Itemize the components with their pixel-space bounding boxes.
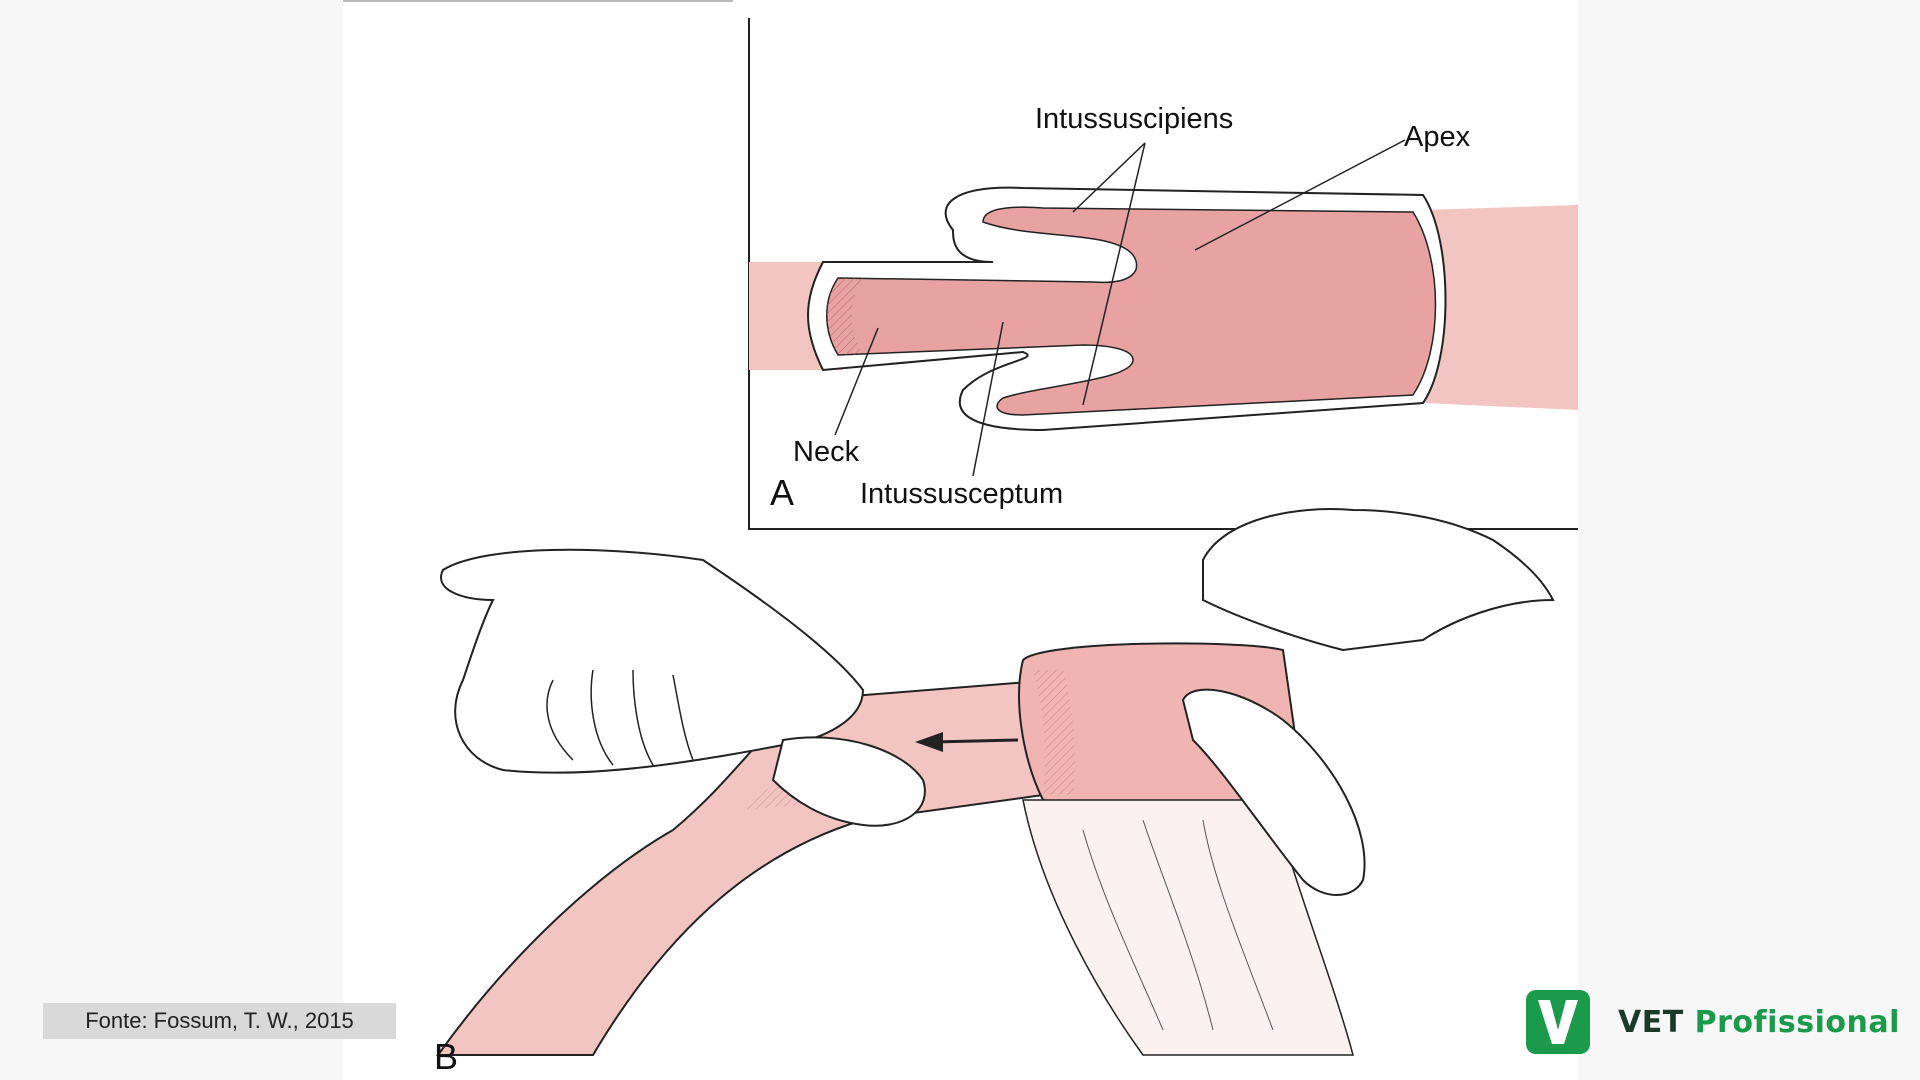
left-hand-fingers [546, 669, 694, 766]
leader-intussuscipiens-1 [1072, 142, 1146, 213]
intussusception-diagram: Intussuscipiens Apex Neck Intussusceptum… [343, 0, 1578, 1077]
left-hand [440, 548, 865, 774]
mass-hatching [1033, 670, 1075, 795]
reduction-arrow-line [932, 738, 1019, 744]
label-intussusceptum: Intussusceptum [860, 478, 1063, 510]
label-neck: Neck [793, 436, 860, 468]
left-thumb [771, 736, 926, 827]
leader-intussusceptum [972, 321, 1004, 477]
leader-apex [1194, 139, 1406, 251]
panel-b: B [434, 508, 1555, 1077]
leader-neck [834, 327, 879, 436]
brand-word-vet: VET [1618, 1004, 1684, 1040]
label-apex: Apex [1404, 121, 1471, 153]
right-bowel-segment [1423, 205, 1578, 410]
figure-panel: Intussuscipiens Apex Neck Intussusceptum… [343, 0, 1578, 1080]
right-hand [1202, 508, 1555, 652]
label-intussuscipiens: Intussuscipiens [1035, 103, 1233, 135]
v-glyph-icon [1538, 1000, 1578, 1044]
brand-word-profissional: Profissional [1694, 1004, 1900, 1040]
mesentery [1022, 799, 1354, 1056]
panel-a-letter: A [770, 472, 794, 513]
panel-a: Intussuscipiens Apex Neck Intussusceptum… [748, 18, 1578, 530]
brand-logo: VET Profissional [1526, 990, 1900, 1054]
source-caption: Fonte: Fossum, T. W., 2015 [43, 1003, 396, 1039]
reduction-arrow-head [915, 732, 943, 752]
right-thumb [1181, 688, 1366, 896]
mesentery-vessels [1082, 819, 1274, 1031]
neck-hatching [826, 278, 863, 355]
brand-name: VET Profissional [1618, 1005, 1900, 1040]
v-logo-icon [1526, 990, 1590, 1054]
leader-intussuscipiens-2 [1082, 142, 1146, 406]
panel-b-letter: B [434, 1036, 458, 1077]
intussusceptum-lumen [826, 206, 1437, 416]
